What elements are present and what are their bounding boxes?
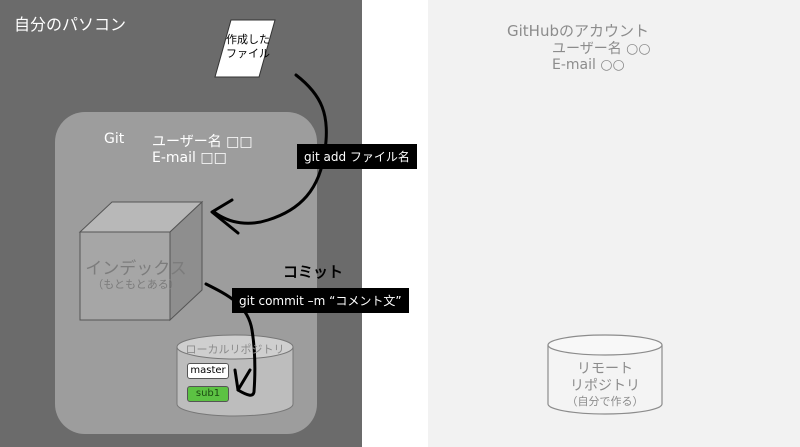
- new-file-line1: 作成した: [226, 33, 270, 46]
- remote-repo-cylinder: [547, 334, 663, 415]
- git-username: ユーザー名 □□: [152, 134, 253, 150]
- add-arrowhead: [210, 198, 240, 235]
- index-label: インデックス: [85, 259, 187, 279]
- remote-repo-label: リモート リポジトリ （自分で作る）: [548, 361, 662, 409]
- index-cube: [78, 200, 204, 322]
- remote-repo-line1: リモート: [577, 361, 633, 377]
- panel-divider: [362, 0, 428, 447]
- local-repo-label: ローカルリポジトリ: [185, 343, 285, 356]
- branch-master: master: [187, 363, 229, 379]
- new-file-shape: [214, 19, 276, 78]
- git-commit-command: git commit –m “コメント文”: [232, 288, 409, 313]
- commit-arrowhead: [233, 368, 252, 392]
- github-email: E-mail ○○: [552, 57, 625, 73]
- github-title: GitHubのアカウント: [507, 22, 649, 40]
- git-add-command: git add ファイル名: [297, 144, 417, 169]
- remote-repo-line2: リポジトリ: [570, 378, 640, 394]
- add-arrow: [212, 73, 328, 225]
- local-pc-title: 自分のパソコン: [14, 15, 127, 34]
- git-email: E-mail □□: [152, 150, 227, 166]
- branch-sub1: sub1: [187, 386, 229, 402]
- index-sublabel: （もともとある）: [92, 278, 180, 291]
- github-username: ユーザー名 ○○: [552, 41, 651, 57]
- new-file-label: 作成した ファイル: [218, 33, 278, 61]
- remote-repo-line3: （自分で作る）: [566, 395, 644, 408]
- commit-title: コミット: [283, 263, 344, 281]
- new-file-line2: ファイル: [226, 47, 270, 60]
- git-label: Git: [104, 131, 125, 147]
